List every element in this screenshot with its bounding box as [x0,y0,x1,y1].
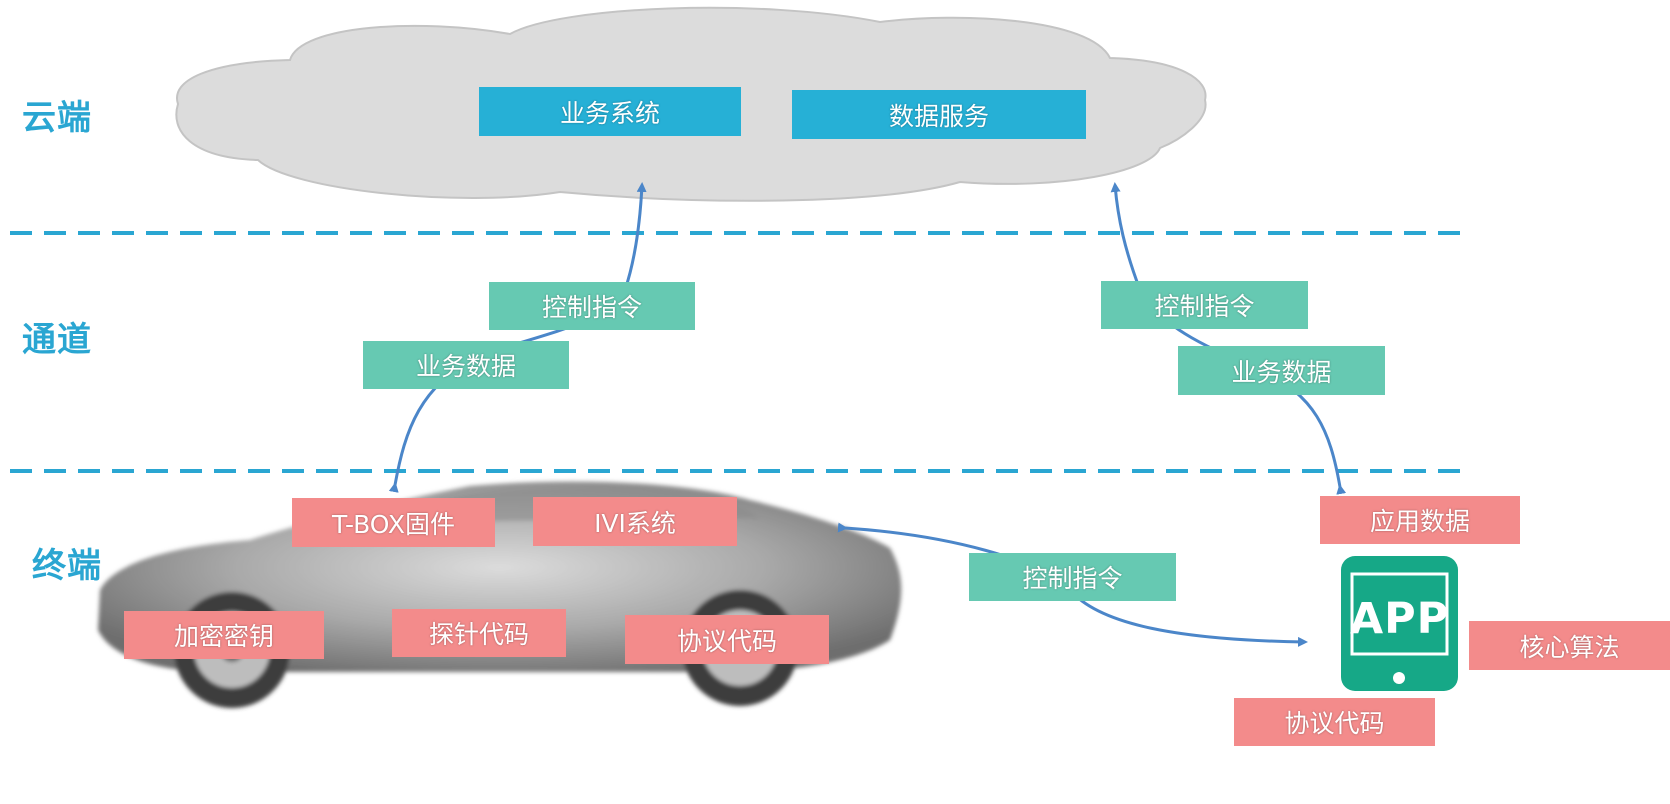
right-control-command-box: 控制指令 [1101,281,1308,329]
layer-label-terminal: 终端 [32,546,102,586]
right-business-data-box: 业务数据 [1178,346,1385,395]
left-business-data-box: 业务数据 [363,341,569,389]
tbox-firmware-box: T-BOX固件 [292,498,495,547]
ivi-system-box: IVI系统 [533,497,737,546]
data-service-box: 数据服务 [792,90,1086,139]
arrow-left-channel [388,182,647,493]
probe-code-box: 探针代码 [392,609,566,657]
core-algorithm-box: 核心算法 [1469,621,1670,670]
app-icon-text: APP [1349,594,1450,644]
arrow-right-channel [1110,182,1347,495]
layer-label-channel: 通道 [22,320,92,360]
business-system-box: 业务系统 [479,87,741,136]
car-image [98,481,902,708]
car-app-control-command-box: 控制指令 [969,553,1176,601]
app-protocol-code-box: 协议代码 [1234,698,1435,746]
app-data-box: 应用数据 [1320,496,1520,544]
car-protocol-code-box: 协议代码 [625,615,829,664]
encryption-key-box: 加密密钥 [124,611,324,659]
phone-icon [1341,556,1458,691]
layer-label-cloud: 云端 [22,98,92,138]
left-control-command-box: 控制指令 [489,282,695,330]
